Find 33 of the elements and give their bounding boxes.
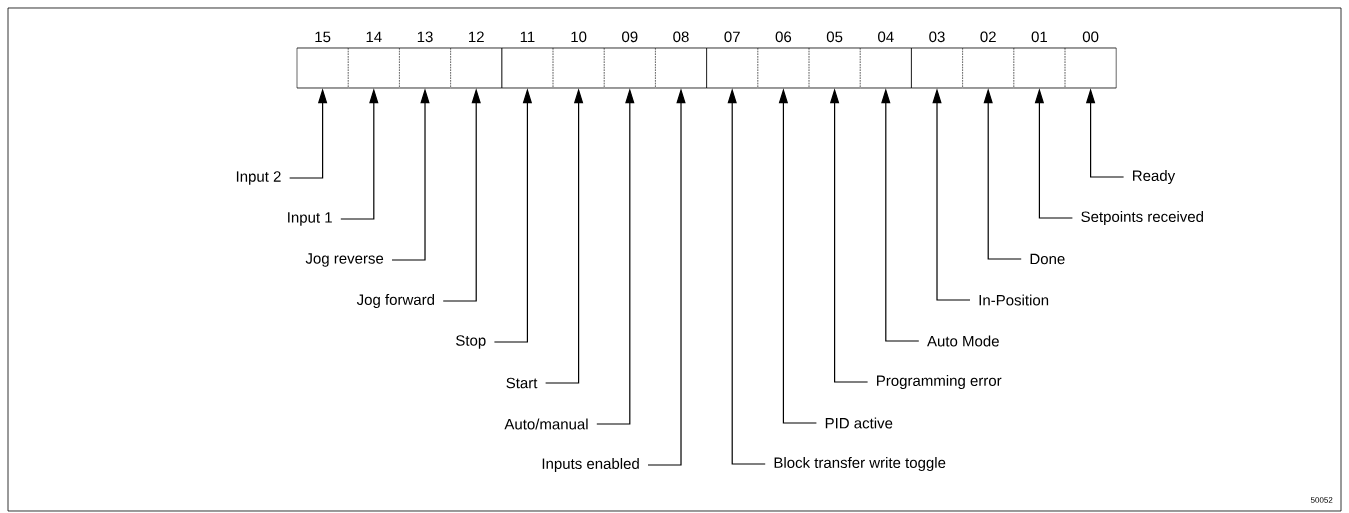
- bit-label: Auto/manual: [504, 418, 588, 430]
- bit-number: 06: [775, 31, 792, 43]
- bit-number: 03: [929, 31, 945, 43]
- bit-label: Programming error: [877, 375, 1002, 389]
- bit-number: 08: [673, 31, 689, 43]
- bit-number: 13: [417, 31, 433, 43]
- bit-label: Stop: [456, 335, 486, 349]
- bit-number: 05: [826, 31, 843, 43]
- bit-label: Done: [1030, 253, 1065, 265]
- bit-label: Input 2: [236, 171, 281, 185]
- bit-number: 02: [980, 31, 996, 43]
- bit-number: 07: [724, 31, 740, 43]
- bit-label: Block transfer write toggle: [774, 457, 946, 471]
- bit-label: Setpoints received: [1081, 211, 1203, 225]
- bit-number: 00: [1082, 31, 1099, 43]
- bit-label: Inputs enabled: [542, 458, 639, 472]
- bit-number: 12: [469, 31, 484, 42]
- bit-number: 01: [1031, 31, 1047, 43]
- bit-label: Jog forward: [356, 294, 434, 308]
- bit-number: 10: [571, 31, 587, 43]
- bit-label: In-Position: [979, 294, 1049, 306]
- bit-number: 09: [622, 31, 638, 43]
- figure-number: 50052: [1310, 497, 1333, 503]
- bit-label: Start: [506, 377, 538, 389]
- bit-label: Jog reverse: [305, 253, 384, 267]
- bit-label: Input 1: [288, 212, 332, 226]
- bit-label: PID active: [825, 417, 893, 429]
- bit-number: 04: [878, 31, 894, 43]
- bit-number: 11: [520, 31, 535, 42]
- bit-number: 15: [315, 31, 331, 43]
- bit-label: Ready: [1133, 170, 1176, 184]
- bit-number: 14: [366, 31, 382, 42]
- bit-label: Auto Mode: [927, 335, 999, 347]
